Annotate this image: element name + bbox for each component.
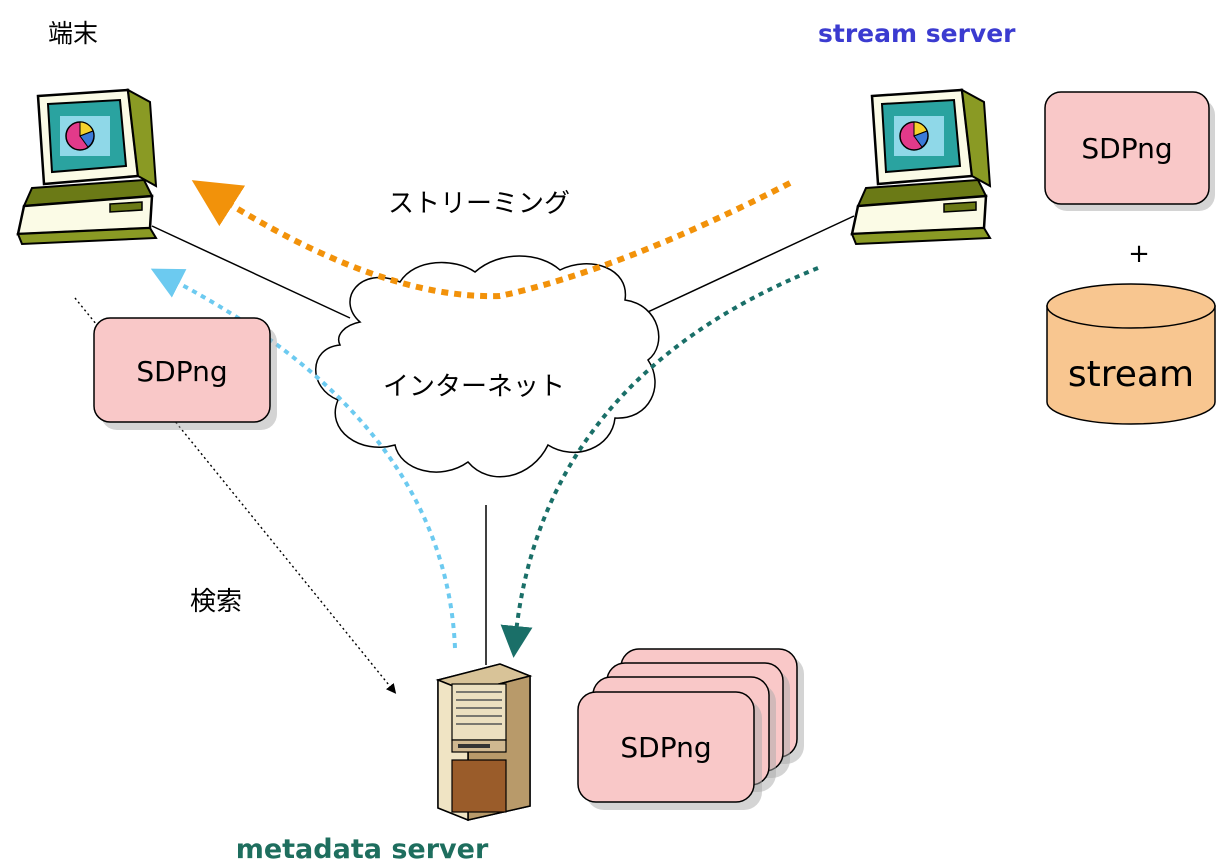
- terminal-label: 端末: [48, 19, 98, 48]
- search-arrow: [74, 297, 397, 694]
- search-label: 検索: [190, 587, 242, 617]
- metadata-sdp-label: SDPng: [620, 731, 711, 764]
- stream-server-sdp-card: SDPng: [1044, 91, 1215, 211]
- terminal-link-line: [151, 225, 351, 319]
- streaming-arrow: [191, 180, 792, 300]
- terminal-computer-icon: [16, 88, 158, 246]
- terminal-sdp-label: SDPng: [136, 355, 227, 388]
- stream-server-sdp-label: SDPng: [1081, 132, 1172, 165]
- stream-server-link-line: [634, 215, 855, 319]
- stream-server-computer-icon: [850, 88, 992, 246]
- metadata-server-tower-icon: [435, 663, 533, 822]
- plus-sign: +: [1128, 239, 1150, 269]
- metadata-sdp-stack: SDPng: [577, 648, 804, 810]
- metadata-server-label: metadata server: [236, 834, 489, 865]
- internet-label: インターネット: [383, 372, 565, 402]
- stream-database-label: stream: [1068, 354, 1194, 395]
- streaming-label: ストリーミング: [388, 189, 570, 219]
- stream-database-icon: stream: [1046, 283, 1216, 425]
- stream-server-label: stream server: [818, 19, 1016, 48]
- internet-cloud-icon: [315, 255, 660, 478]
- terminal-sdp-card: SDPng: [93, 317, 277, 430]
- sdp-register-arrow: [500, 266, 819, 658]
